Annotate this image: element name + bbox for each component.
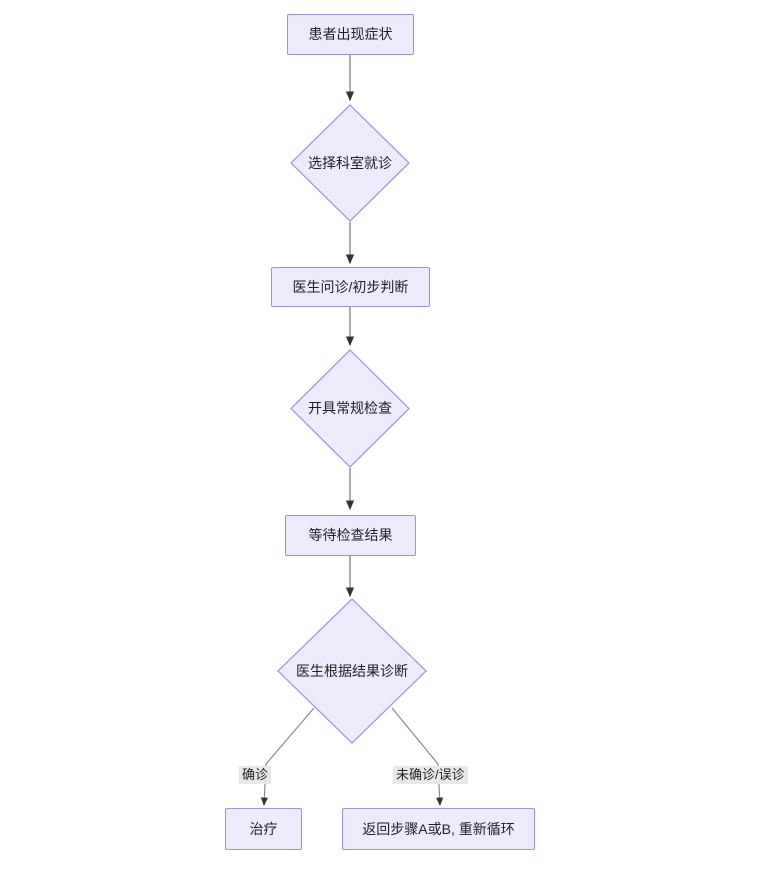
node-treatment[interactable]: 治疗 [225, 808, 302, 850]
diamond-shape [290, 349, 410, 468]
edge-label-confirmed: 确诊 [239, 766, 272, 785]
node-label: 医生根据结果诊断 [296, 662, 408, 679]
node-label: 开具常规检查 [308, 400, 392, 417]
node-diagnosis-based-on-results[interactable]: 医生根据结果诊断 [277, 598, 427, 744]
node-patient-symptoms[interactable]: 患者出现症状 [287, 14, 414, 55]
node-label: 选择科室就诊 [308, 154, 392, 171]
node-doctor-consultation[interactable]: 医生问诊/初步判断 [271, 267, 430, 307]
edge-label-unconfirmed: 未确诊/误诊 [393, 766, 468, 785]
node-label: 返回步骤A或B, 重新循环 [362, 820, 515, 837]
edge-label-text: 未确诊/误诊 [396, 767, 465, 782]
node-label: 患者出现症状 [308, 26, 393, 43]
node-label: 治疗 [249, 820, 278, 837]
diamond-shape [277, 598, 427, 744]
node-choose-department[interactable]: 选择科室就诊 [290, 104, 410, 222]
edge-label-text: 确诊 [242, 767, 269, 782]
node-return-to-step[interactable]: 返回步骤A或B, 重新循环 [342, 808, 535, 850]
node-label: 医生问诊/初步判断 [292, 278, 409, 295]
diamond-shape [290, 104, 410, 222]
node-label: 等待检查结果 [308, 527, 393, 544]
node-order-routine-tests[interactable]: 开具常规检查 [290, 349, 410, 468]
node-wait-for-results[interactable]: 等待检查结果 [285, 515, 416, 556]
